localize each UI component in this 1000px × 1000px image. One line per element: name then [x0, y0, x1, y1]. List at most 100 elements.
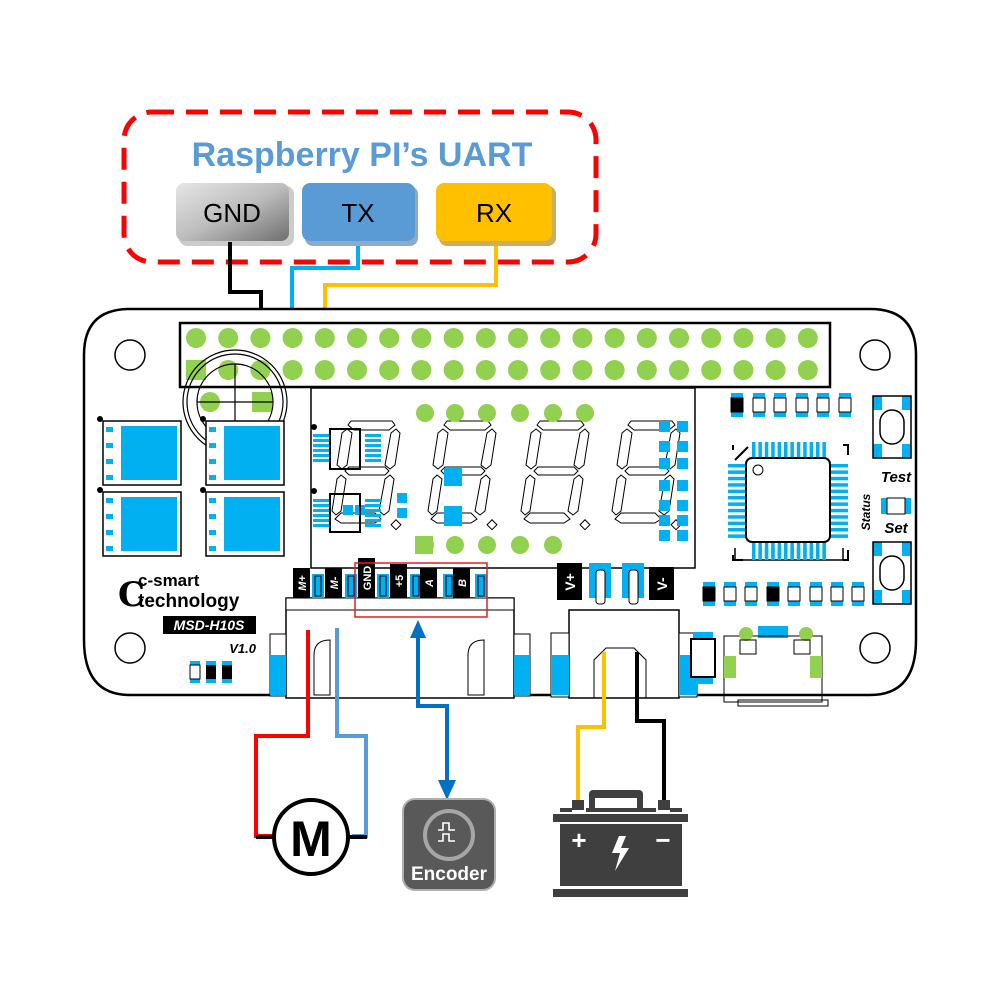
- resistor: [809, 586, 823, 602]
- gpio-pin: [443, 328, 464, 348]
- mcu-pin: [809, 442, 814, 460]
- segment: [525, 428, 542, 470]
- resistor: [773, 397, 787, 413]
- pin1-dot: [200, 487, 206, 493]
- segment: [480, 428, 497, 470]
- mcu-pin: [790, 442, 794, 460]
- mcu-pin: [828, 464, 848, 468]
- mcu-pin: [784, 442, 788, 460]
- display-pad: [659, 480, 670, 491]
- mcu-pin: [828, 496, 848, 500]
- display-pad: [677, 441, 688, 452]
- segment: [378, 474, 395, 516]
- gpio-pin: [347, 328, 367, 348]
- usb-pad: [764, 548, 769, 560]
- mcu-pin: [828, 476, 848, 481]
- mosfet-leg: [106, 498, 113, 503]
- wire-battery-minus: [635, 652, 666, 802]
- uart-rx-label: RX: [476, 198, 512, 228]
- mcu-pin: [796, 442, 801, 460]
- display-pin: [415, 536, 433, 554]
- display-pad: [444, 468, 462, 486]
- encoder-module: Encoder: [402, 798, 496, 891]
- mounting-hole: [859, 632, 891, 664]
- resistor: [730, 397, 744, 413]
- mcu-pin: [752, 442, 756, 460]
- gpio-pin: [379, 328, 400, 348]
- mosfet-leg: [209, 475, 216, 480]
- small-diodes: [189, 661, 232, 683]
- gpio-pin: [411, 360, 432, 380]
- pad-line: [313, 459, 329, 462]
- wire-tx: [290, 246, 360, 332]
- pad-line: [313, 434, 329, 437]
- mcu-pin: [728, 508, 748, 513]
- label-bg: [325, 568, 342, 598]
- segment: [384, 428, 401, 470]
- connector-pads: [312, 574, 487, 598]
- mcu-pin: [816, 442, 820, 460]
- gpio-pin: [443, 360, 464, 380]
- mosfet-pad: [224, 426, 280, 480]
- arrow-down-icon: [438, 780, 456, 800]
- mcu-pin: [828, 521, 848, 526]
- set-button-label: Set: [884, 520, 908, 537]
- gpio-pin: [797, 328, 818, 348]
- encoder-highlight-box: [354, 562, 488, 618]
- mcu-pin: [803, 442, 807, 460]
- mcu-pin: [828, 534, 848, 538]
- display-pin: [511, 404, 529, 422]
- gpio-pins: [186, 328, 818, 412]
- gpio-pin: [701, 360, 722, 380]
- version-label: V1.0: [229, 641, 257, 656]
- pad-line: [365, 504, 381, 507]
- mcu-pin: [828, 489, 848, 494]
- mounting-hole: [859, 339, 891, 371]
- mcu-pin: [728, 534, 748, 538]
- gpio-header: [178, 321, 832, 389]
- resistor-row: [730, 393, 852, 417]
- dot: [311, 424, 317, 430]
- gpio-pin: [411, 328, 432, 348]
- pad-line: [365, 509, 381, 512]
- motor-encoder-connector: [269, 597, 531, 699]
- display-pad: [343, 505, 353, 515]
- display-pin: [544, 404, 562, 422]
- display-pin: [446, 404, 464, 422]
- uart-tx-label: TX: [341, 198, 374, 228]
- pin-label-v-minus: V-: [654, 577, 670, 591]
- mcu-pin: [828, 470, 848, 474]
- usb-pad: [816, 548, 820, 560]
- segment: [520, 474, 536, 516]
- pad-line: [365, 439, 381, 442]
- segment: [533, 466, 579, 476]
- wire-battery-plus: [576, 652, 606, 802]
- set-button[interactable]: [872, 541, 912, 605]
- connector-pin: [445, 575, 453, 597]
- battery-plus-label: +: [571, 825, 586, 855]
- mcu-pin: [728, 476, 748, 481]
- segment: [611, 474, 627, 516]
- mosfet-leg: [209, 514, 216, 519]
- display-pin: [511, 536, 529, 554]
- test-button[interactable]: [872, 395, 912, 459]
- component: [329, 493, 361, 533]
- gpio-pin: [314, 360, 335, 380]
- mosfet-leg: [209, 530, 216, 535]
- display-pad: [397, 508, 407, 518]
- resistor: [723, 586, 737, 602]
- gpio-pin: [250, 360, 271, 380]
- connector-pin: [347, 575, 355, 597]
- pin1-dot: [97, 416, 103, 422]
- resistor: [830, 586, 844, 602]
- mcu-pin: [728, 483, 748, 487]
- pin-label-m-plus: M+: [297, 575, 309, 591]
- gpio-pin: [572, 360, 593, 380]
- mosfet-pad: [121, 497, 177, 551]
- resistor: [838, 397, 852, 413]
- usb-pad: [777, 548, 782, 560]
- mcu-pin: [828, 508, 848, 513]
- pad-line: [365, 444, 381, 447]
- display-pad: [397, 493, 407, 503]
- mosfet-leg: [209, 498, 216, 503]
